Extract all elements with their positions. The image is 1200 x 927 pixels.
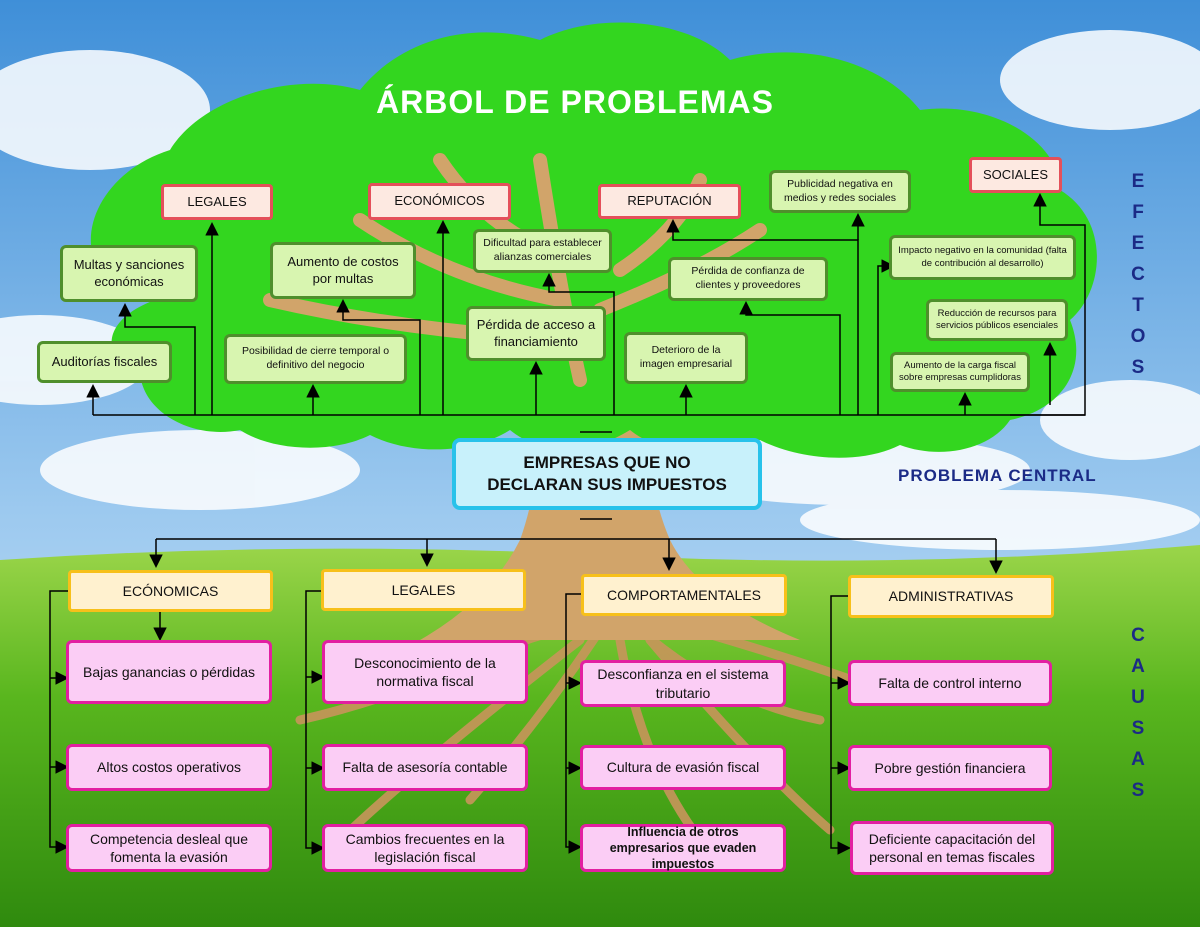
cause-influencia-empresarios: Influencia de otros empresarios que evad… (580, 824, 786, 872)
cause-falta-asesoria: Falta de asesoría contable (322, 744, 528, 791)
effect-header-sociales: SOCIALES (969, 157, 1062, 193)
effect-reduccion-recursos: Reducción de recursos para servicios púb… (926, 299, 1068, 341)
effects-vertical-label: E F E C T O S (1124, 166, 1152, 383)
effect-auditorias: Auditorías fiscales (37, 341, 172, 383)
cause-header-administrativas: ADMINISTRATIVAS (848, 575, 1054, 618)
cause-desconfianza-sistema: Desconfianza en el sistema tributario (580, 660, 786, 707)
cause-desconocimiento-normativa: Desconocimiento de la normativa fiscal (322, 640, 528, 704)
cause-cambios-legislacion: Cambios frecuentes en la legislación fis… (322, 824, 528, 872)
effect-perdida-financiamiento: Pérdida de acceso a financiamiento (466, 306, 606, 361)
effect-impacto-comunidad: Impacto negativo en la comunidad (falta … (889, 235, 1076, 280)
cause-deficiente-capacitacion: Deficiente capacitación del personal en … (850, 821, 1054, 875)
causes-vertical-label: C A U S A S (1124, 620, 1152, 806)
cause-falta-control: Falta de control interno (848, 660, 1052, 706)
effect-header-reputacion: REPUTACIÓN (598, 184, 741, 219)
central-problem-label: PROBLEMA CENTRAL (898, 466, 1158, 486)
effect-cierre-negocio: Posibilidad de cierre temporal o definit… (224, 334, 407, 384)
cause-altos-costos: Altos costos operativos (66, 744, 272, 791)
diagram-title: ÁRBOL DE PROBLEMAS (360, 84, 790, 121)
effect-header-economicos: ECONÓMICOS (368, 183, 511, 220)
effect-aumento-costos: Aumento de costos por multas (270, 242, 416, 299)
cause-header-legales: LEGALES (321, 569, 526, 611)
cause-competencia-desleal: Competencia desleal que fomenta la evasi… (66, 824, 272, 872)
cause-header-economicas: ECÓNOMICAS (68, 570, 273, 612)
effect-dificultad-alianzas: Dificultad para establecer alianzas come… (473, 229, 612, 273)
effect-perdida-confianza: Pérdida de confianza de clientes y prove… (668, 257, 828, 301)
effect-header-legales: LEGALES (161, 184, 273, 220)
effect-deterioro-imagen: Deterioro de la imagen empresarial (624, 332, 748, 384)
effect-aumento-carga: Aumento de la carga fiscal sobre empresa… (890, 352, 1030, 392)
cause-pobre-gestion: Pobre gestión financiera (848, 745, 1052, 791)
cause-cultura-evasion: Cultura de evasión fiscal (580, 745, 786, 790)
effect-publicidad-negativa: Publicidad negativa en medios y redes so… (769, 170, 911, 213)
central-problem: EMPRESAS QUE NO DECLARAN SUS IMPUESTOS (452, 438, 762, 510)
cause-bajas-ganancias: Bajas ganancias o pérdidas (66, 640, 272, 704)
cause-header-comportamentales: COMPORTAMENTALES (581, 574, 787, 616)
effect-multas: Multas y sanciones económicas (60, 245, 198, 302)
